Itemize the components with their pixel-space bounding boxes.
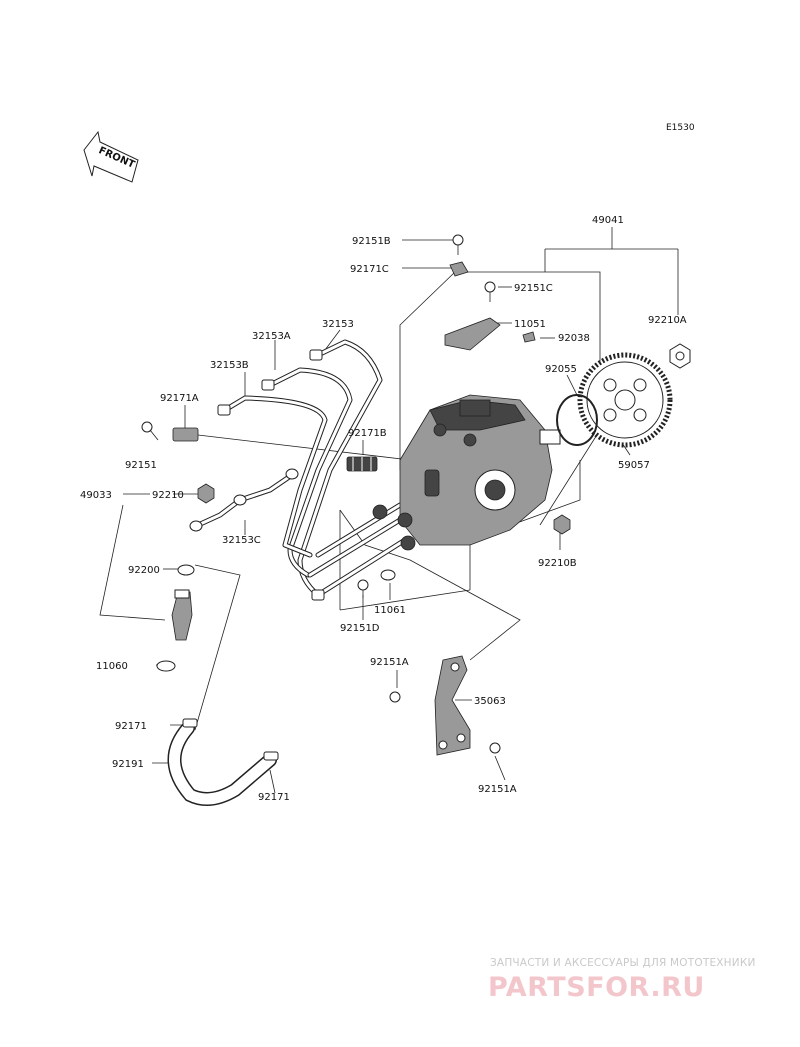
- clamp-92171a: [141, 421, 199, 442]
- label-32153c: 32153C: [222, 535, 261, 546]
- label-92151a-top: 92151A: [370, 657, 409, 668]
- label-49041: 49041: [592, 215, 624, 226]
- nut-92210b: [553, 514, 571, 535]
- leader-lines: [99, 227, 679, 794]
- label-92171-top: 92171: [115, 721, 147, 732]
- label-92191: 92191: [112, 759, 144, 770]
- return-hose-92191: [167, 718, 279, 806]
- label-92151b: 92151B: [352, 236, 391, 247]
- label-49033: 49033: [80, 490, 112, 501]
- label-35063: 35063: [474, 696, 506, 707]
- bracket-11051: [444, 234, 536, 351]
- watermark: ЗАПЧАСТИ И АКСЕССУАРЫ ДЛЯ МОТОТЕХНИКИ PA…: [488, 957, 756, 1003]
- injection-pipes: [189, 339, 408, 601]
- washer-11060: [156, 660, 176, 672]
- label-11051: 11051: [514, 319, 546, 330]
- nut-92210a: [669, 343, 691, 369]
- front-arrow-icon: FRONT: [83, 130, 139, 183]
- label-92210: 92210: [152, 490, 184, 501]
- label-92171a: 92171A: [160, 393, 199, 404]
- label-92171b: 92171B: [348, 428, 387, 439]
- label-92151a-bottom: 92151A: [478, 784, 517, 795]
- nozzle-49033: [171, 589, 193, 641]
- part-labels: 49041 92151B 92171C 92151C 11051 92038 9…: [80, 215, 687, 803]
- label-59057: 59057: [618, 460, 650, 471]
- label-92210b: 92210B: [538, 558, 577, 569]
- label-92055: 92055: [545, 364, 577, 375]
- diagram-code: E1530: [666, 123, 695, 133]
- label-92171c: 92171C: [350, 264, 389, 275]
- label-32153a: 32153A: [252, 331, 291, 342]
- watermark-line2: PARTSFOR.RU: [488, 972, 705, 1003]
- bracket-35063: [389, 655, 501, 756]
- nut-92210: [197, 483, 215, 504]
- label-92151: 92151: [125, 460, 157, 471]
- label-32153b: 32153B: [210, 360, 249, 371]
- o-ring-92055: [556, 394, 598, 446]
- pipe-clamp-92171b: [346, 456, 378, 472]
- label-92151c: 92151C: [514, 283, 553, 294]
- label-92171-bottom: 92171: [258, 792, 290, 803]
- washer-92200: [177, 564, 195, 576]
- label-32153: 32153: [322, 319, 354, 330]
- label-92151d: 92151D: [340, 623, 380, 634]
- label-92038: 92038: [558, 333, 590, 344]
- label-92210a: 92210A: [648, 315, 687, 326]
- label-11061: 11061: [374, 605, 406, 616]
- watermark-line1: ЗАПЧАСТИ И АКСЕССУАРЫ ДЛЯ МОТОТЕХНИКИ: [490, 957, 756, 969]
- label-11060: 11060: [96, 661, 128, 672]
- bolt-92151d: [357, 579, 369, 598]
- washer-11061: [380, 569, 396, 581]
- injection-pump: [372, 394, 561, 551]
- gear-59057: [577, 352, 673, 448]
- label-92200: 92200: [128, 565, 160, 576]
